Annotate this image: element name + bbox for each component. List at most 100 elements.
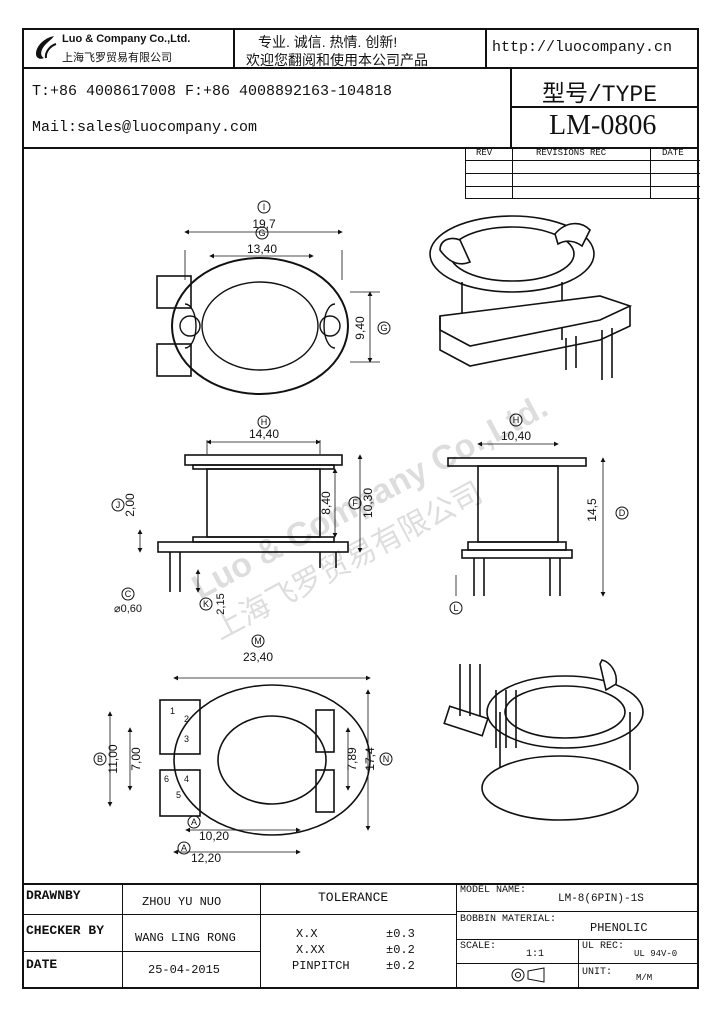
company-name-cn: 上海飞罗贸易有限公司: [62, 52, 172, 64]
technical-drawing: I 19,7 G 13,40 9,40 G H 14,40 8,40 10,30…: [93, 200, 644, 865]
svg-text:17,4: 17,4: [363, 747, 377, 771]
bottom-view: [107, 675, 371, 855]
date-label: DATE: [26, 957, 58, 972]
pin-numbers: 1 2 3 4 5 6: [164, 706, 189, 800]
svg-text:D: D: [619, 508, 626, 518]
dim-C: C: [121, 587, 135, 601]
dim-B: B: [93, 752, 107, 766]
svg-text:G: G: [380, 323, 387, 333]
dim-N: N: [379, 752, 393, 766]
svg-text:7,89: 7,89: [345, 747, 359, 771]
drawing-frame: [22, 28, 699, 989]
svg-text:10,40: 10,40: [501, 429, 531, 443]
svg-text:8,40: 8,40: [319, 491, 333, 515]
svg-text:⌀0,60: ⌀0,60: [114, 603, 142, 615]
unit-label: UNIT:: [582, 967, 613, 978]
unit-value: M/M: [636, 973, 653, 983]
revisions-table: REV REVISIONS REC DATE: [465, 147, 700, 199]
drawn-by-label: DRAWNBY: [26, 888, 81, 903]
svg-text:F: F: [352, 498, 358, 508]
drawn-by-value: ZHOU YU NUO: [142, 895, 222, 909]
dim-H2: H: [509, 413, 523, 427]
svg-text:C: C: [125, 589, 132, 599]
date-header: DATE: [662, 148, 684, 158]
rev-header: REV: [476, 148, 493, 158]
svg-text:2: 2: [184, 714, 189, 724]
svg-text:I: I: [263, 202, 266, 212]
svg-text:19,7: 19,7: [252, 217, 276, 231]
svg-text:5: 5: [176, 790, 181, 800]
iso-view-top: [429, 215, 633, 380]
svg-text:A: A: [191, 817, 197, 827]
model-number: LM-0806: [549, 110, 657, 141]
svg-text:10,20: 10,20: [199, 829, 229, 843]
svg-text:H: H: [513, 415, 520, 425]
svg-text:4: 4: [184, 774, 189, 784]
scale-value: 1:1: [526, 949, 545, 960]
svg-text:14,40: 14,40: [249, 427, 279, 441]
svg-text:N: N: [383, 754, 390, 764]
side-view: [447, 441, 606, 597]
watermark: Luo & Company Co.,Ltd. 上海飞罗贸易有限公司: [186, 387, 554, 646]
phone-fax: T:+86 4008617008 F:+86 4008892163-104818: [32, 83, 393, 100]
dim-M: M: [251, 634, 265, 648]
svg-text:9,40: 9,40: [353, 316, 367, 340]
svg-text:13,40: 13,40: [247, 242, 277, 256]
svg-text:G: G: [258, 228, 265, 238]
dim-A2: A: [177, 841, 191, 855]
dim-D: D: [615, 506, 629, 520]
svg-text:B: B: [97, 754, 103, 764]
email[interactable]: Mail:sales@luocompany.com: [32, 119, 258, 136]
checker-label: CHECKER BY: [26, 923, 105, 938]
svg-text:23,40: 23,40: [243, 650, 273, 664]
iso-view-bottom: [443, 659, 644, 821]
type-label: 型号/TYPE: [542, 82, 658, 108]
dim-H: H: [257, 415, 271, 429]
ul-value: UL 94V-0: [634, 949, 678, 959]
svg-text:A: A: [181, 843, 187, 853]
dim-E: G: [377, 321, 391, 335]
svg-text:10,30: 10,30: [361, 488, 375, 518]
svg-text:14,5: 14,5: [585, 498, 599, 522]
svg-text:K: K: [203, 599, 209, 609]
tolerance-label: TOLERANCE: [318, 890, 389, 905]
svg-text:H: H: [261, 417, 268, 427]
company-logo: [36, 36, 57, 59]
svg-text:L: L: [453, 603, 458, 613]
svg-text:7,00: 7,00: [129, 747, 143, 771]
bobbin-label: BOBBIN MATERIAL:: [460, 914, 557, 925]
company-name-en: Luo & Company Co.,Ltd.: [62, 33, 191, 45]
dim-L: L: [449, 601, 463, 615]
svg-text:2,00: 2,00: [123, 493, 137, 517]
top-view: [156, 229, 380, 395]
dim-G: G: [255, 226, 269, 240]
title-block: DRAWNBY ZHOU YU NUO CHECKER BY WANG LING…: [22, 883, 699, 989]
svg-text:12,20: 12,20: [191, 851, 221, 865]
date-value: 25-04-2015: [148, 963, 221, 977]
svg-text:6: 6: [164, 774, 169, 784]
model-name-label: MODEL NAME:: [460, 885, 527, 896]
dim-K: K: [199, 597, 213, 611]
svg-text:Luo & Company Co.,Ltd.: Luo & Company Co.,Ltd.: [186, 387, 554, 607]
svg-text:J: J: [116, 500, 121, 510]
website-link[interactable]: http://luocompany.cn: [492, 39, 673, 56]
projection-symbol-icon: [511, 967, 545, 983]
dim-J: J: [111, 498, 125, 512]
model-name-value: LM-8(6PIN)-1S: [558, 893, 644, 905]
dim-A: A: [187, 815, 201, 829]
svg-text:1: 1: [170, 706, 175, 716]
ul-label: UL REC:: [582, 941, 625, 952]
checker-value: WANG LING RONG: [135, 931, 236, 945]
header-divider: [22, 67, 699, 69]
slogan-1: 专业. 诚信. 热情. 创新!: [258, 34, 398, 50]
svg-text:3: 3: [184, 734, 189, 744]
slogan-2: 欢迎您翻阅和使用本公司产品: [246, 52, 428, 68]
dim-I: I: [257, 200, 271, 214]
bobbin-value: PHENOLIC: [590, 921, 648, 935]
svg-text:11,00: 11,00: [106, 744, 120, 773]
svg-text:M: M: [254, 636, 262, 646]
revisions-rec-header: REVISIONS REC: [536, 148, 607, 158]
svg-text:2,15: 2,15: [215, 593, 227, 614]
dim-F: F: [348, 496, 362, 510]
scale-label: SCALE:: [460, 941, 497, 952]
